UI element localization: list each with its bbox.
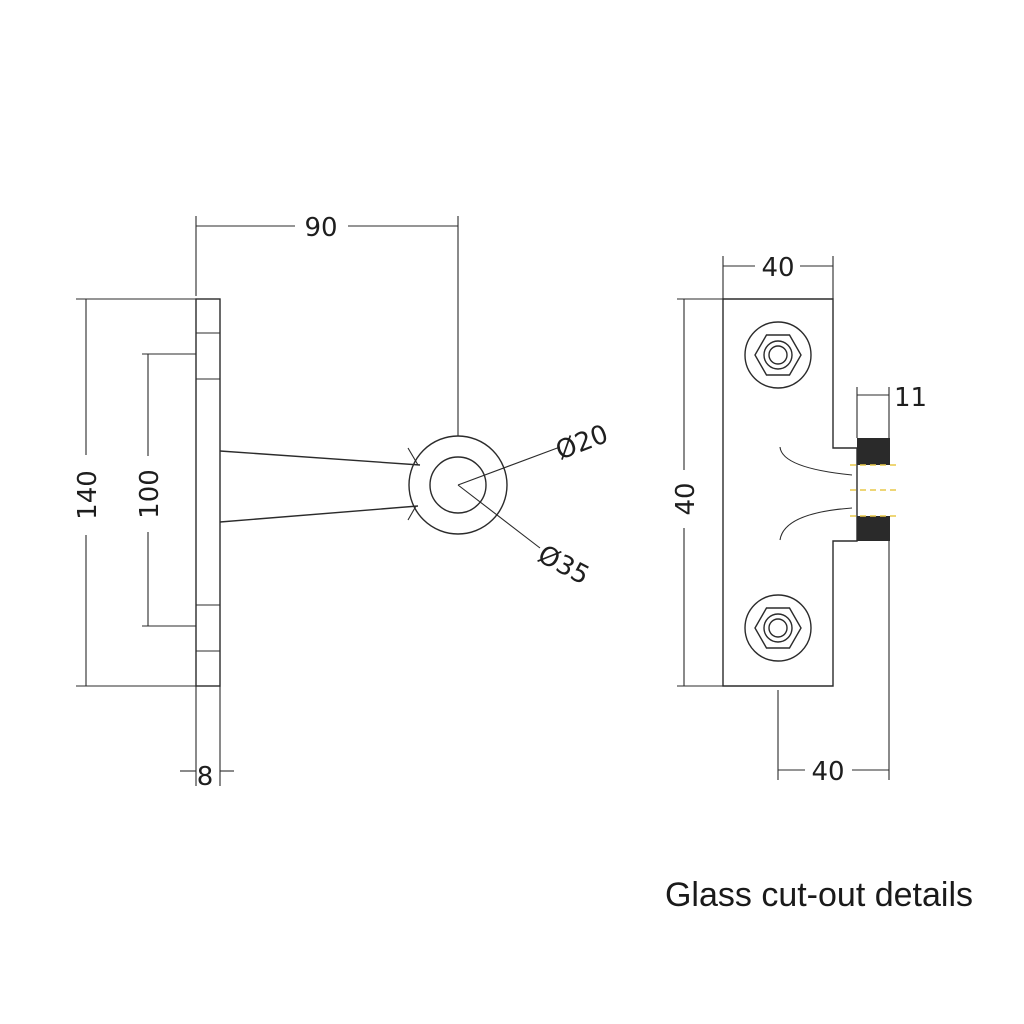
dim-outer-diameter: Ø35 <box>533 540 594 592</box>
dim-glass-thickness: 11 <box>894 383 927 413</box>
arm-top-edge <box>219 450 421 466</box>
dim-hole-spacing: 100 <box>135 469 165 519</box>
gasket-bottom <box>857 516 890 541</box>
bolt-bottom-icon <box>744 594 812 662</box>
dim-length: 90 <box>304 213 337 243</box>
front-view: 40 40 40 11 <box>671 253 927 787</box>
wall-plate <box>195 298 221 687</box>
dim-width-bottom: 40 <box>811 757 844 787</box>
gasket-top <box>857 438 890 465</box>
dim-height-total: 140 <box>73 470 103 520</box>
dim-width-top: 40 <box>761 253 794 283</box>
dim-height: 40 <box>671 482 701 515</box>
bracket-body <box>722 298 858 687</box>
dim-plate-thickness: 8 <box>197 762 214 792</box>
caption: Glass cut-out details <box>665 876 973 914</box>
side-view: Ø20 Ø35 90 140 100 8 <box>73 213 613 792</box>
arm-bottom-edge <box>219 505 419 523</box>
ring-inner-circle <box>429 456 487 514</box>
dim-inner-diameter: Ø20 <box>552 419 613 466</box>
bolt-top-icon <box>744 321 812 389</box>
